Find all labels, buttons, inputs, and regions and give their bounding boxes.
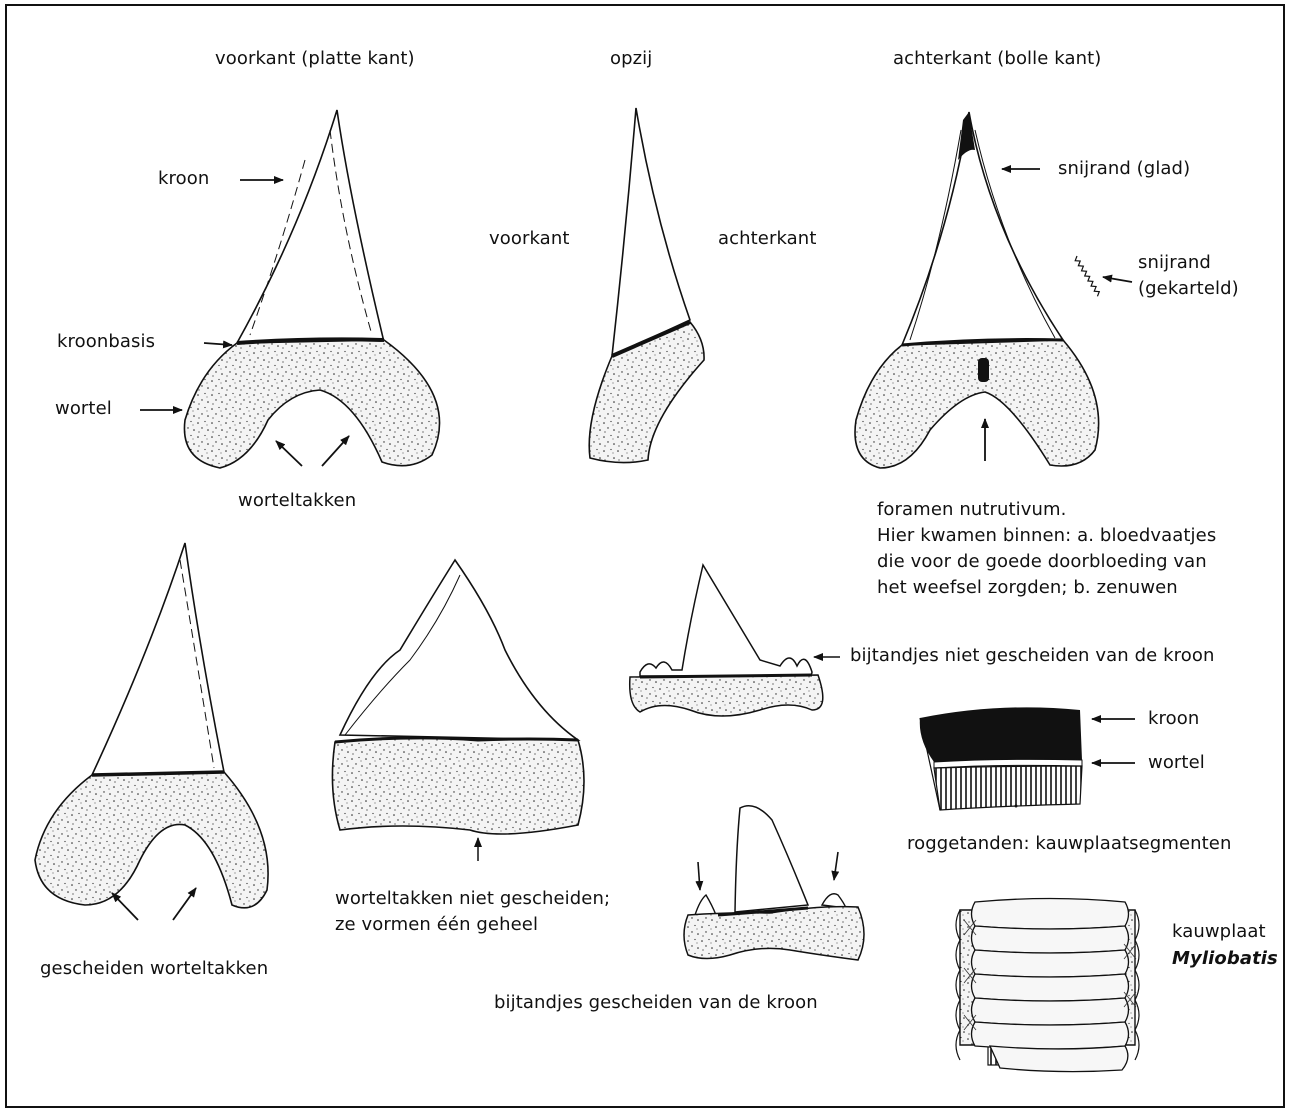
- joined-roots-tooth: [332, 560, 584, 861]
- label-ray-crown: kroon: [1148, 708, 1199, 730]
- foramen-description: foramen nutrutivum. Hier kwamen binnen: …: [877, 497, 1216, 601]
- label-ray-root: wortel: [1148, 752, 1205, 774]
- label-crown: kroon: [158, 168, 209, 190]
- label-cusplets-not-separate: bijtandjes niet gescheiden van de kroon: [850, 645, 1214, 667]
- foramen-mark: [978, 358, 989, 382]
- label-separate-branches: gescheiden worteltakken: [40, 958, 268, 980]
- serration-mark: [1074, 256, 1101, 296]
- label-side-back: achterkant: [718, 228, 816, 250]
- front-view-tooth: [184, 110, 439, 468]
- separate-roots-arrows: [112, 888, 196, 920]
- title-front: voorkant (platte kant): [215, 48, 415, 70]
- label-side-front: voorkant: [489, 228, 569, 250]
- label-joined-branches: worteltakken niet gescheiden; ze vormen …: [335, 886, 610, 938]
- label-edge-smooth: snijrand (glad): [1058, 158, 1190, 180]
- ray-arrows: [1092, 719, 1135, 763]
- label-crown-base: kroonbasis: [57, 331, 155, 353]
- side-view-tooth: [589, 108, 704, 463]
- label-cusplets-separate: bijtandjes gescheiden van de kroon: [494, 992, 818, 1014]
- cusplets-separate-tooth: [684, 806, 864, 960]
- label-ray-caption: roggetanden: kauwplaatsegmenten: [907, 833, 1231, 855]
- cusplets-joined-tooth: [630, 565, 840, 716]
- title-back: achterkant (bolle kant): [893, 48, 1101, 70]
- title-side: opzij: [610, 48, 652, 70]
- myliobatis-plate: [956, 899, 1139, 1072]
- label-root: wortel: [55, 398, 112, 420]
- label-genus: Myliobatis: [1172, 948, 1278, 970]
- label-edge-serrated: snijrand (gekarteld): [1138, 250, 1239, 302]
- label-plate: kauwplaat: [1172, 921, 1266, 943]
- ray-tooth-segment: [920, 707, 1082, 810]
- separate-roots-tooth: [35, 543, 268, 908]
- label-root-branches: worteltakken: [238, 490, 356, 512]
